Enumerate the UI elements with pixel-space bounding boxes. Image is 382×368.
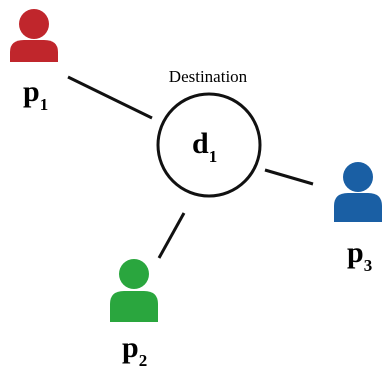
person-p3-label-subscript: 3 bbox=[364, 256, 373, 275]
destination-circle bbox=[156, 92, 262, 198]
person-p1-label-main: p bbox=[23, 75, 40, 108]
person-p2-label-subscript: 2 bbox=[139, 351, 148, 368]
person-p3-label-main: p bbox=[347, 236, 364, 269]
person-p3: p3 bbox=[334, 162, 382, 275]
destination-label: d1 bbox=[192, 127, 217, 166]
destination-label-main: d bbox=[192, 127, 209, 160]
connector-p1-destination bbox=[67, 75, 153, 120]
person-p1-icon bbox=[10, 9, 58, 62]
destination-caption: Destination bbox=[169, 67, 248, 86]
destination-label-subscript: 1 bbox=[209, 147, 218, 166]
person-p2-label-main: p bbox=[122, 331, 139, 364]
connector-p3-destination bbox=[264, 168, 314, 186]
person-p1-label-subscript: 1 bbox=[40, 95, 49, 114]
person-p2-icon bbox=[110, 259, 158, 322]
connector-p2-destination bbox=[157, 212, 186, 259]
person-p3-icon bbox=[334, 162, 382, 222]
person-p2-label: p2 bbox=[122, 331, 147, 368]
person-p1-label: p1 bbox=[23, 75, 48, 114]
destination-node: Destination d1 bbox=[156, 67, 262, 198]
person-p2: p2 bbox=[110, 259, 158, 368]
person-p1: p1 bbox=[10, 9, 58, 114]
person-p3-label: p3 bbox=[347, 236, 372, 275]
